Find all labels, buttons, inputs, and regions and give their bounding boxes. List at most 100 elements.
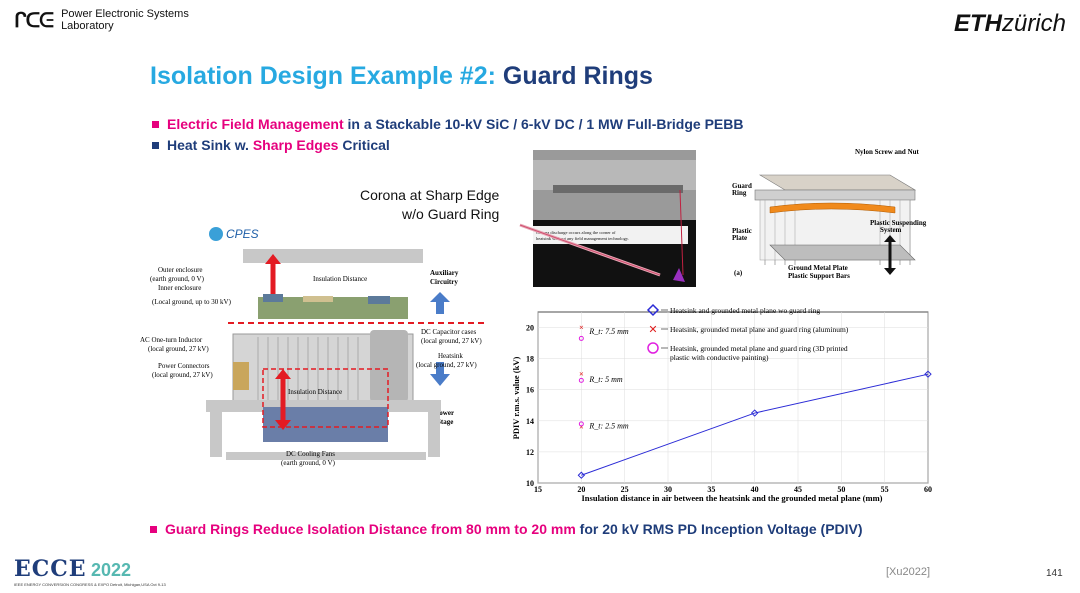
power-connectors-ground: (local ground, 27 kV) [152,371,213,379]
rt-annotation: R_t: 7.5 mm [588,327,629,336]
y-tick-label: 14 [526,417,534,426]
rt-annotation: R_t: 2.5 mm [588,422,629,431]
cpes-logo: CPES [226,227,259,241]
chart-xlabel: Insulation distance in air between the h… [582,493,883,503]
data-point-x: ✕ [579,326,584,332]
plot-frame [537,311,929,484]
bullet-square [152,120,159,128]
outer-enclosure-label: Outer enclosure [158,266,203,274]
label-guard-ring-2: Ring [732,189,747,197]
eth-logo: ETHzürich [954,10,1066,38]
data-point-x: ✕ [579,372,584,378]
pes-logo: ᒋᑕᕮ Power Electronic Systems Laboratory [14,8,189,32]
power-stage-label-2: Stage [437,418,453,426]
data-point-circle [578,421,584,427]
title-part2: Guard Rings [502,62,653,90]
x-tick-label: 60 [924,485,932,494]
ecce-year: 2022 [91,560,132,580]
legend-marker: ✕ [648,324,657,336]
slide-title: Isolation Design Example #2: Guard Rings [150,62,653,91]
x-tick-label: 25 [621,485,629,494]
bullet-3-highlight: Guard Rings Reduce Isolation Distance fr… [165,521,576,537]
data-point-x: ✕ [579,425,584,431]
x-tick-label: 45 [794,485,802,494]
pes-line1: Power Electronic Systems [61,8,189,20]
dc-capacitor-label: DC Capacitor cases [421,328,476,336]
corona-caption-line1: Corona discharge occurs along the corner… [536,230,616,235]
legend-label: Heatsink, grounded metal plane and guard… [670,325,849,334]
x-tick-label: 50 [837,485,845,494]
pes-mark: ᒋᑕᕮ [14,8,54,32]
legend-marker [647,342,659,354]
bullet-square [150,525,157,533]
aux-label-2: Circuitry [430,278,458,286]
label-support-bars: Plastic Support Bars [788,272,850,280]
label-nylon: Nylon Screw and Nut [855,148,920,156]
y-tick-label: 18 [526,355,534,364]
title-part1: Isolation Design Example #2: [150,62,496,90]
bullet-1-highlight: Electric Field Management [167,116,344,132]
reference: [Xu2022] [886,566,931,578]
legend-label: plastic with conductive painting) [670,353,769,362]
x-tick-label: 15 [534,485,542,494]
data-point-diamond [924,370,932,378]
bullet-3-text: for 20 kV RMS PD Inception Voltage (PDIV… [579,521,863,537]
heatsink-ground: (local ground, 27 kV) [416,361,477,369]
inner-enclosure-label: Inner enclosure [158,284,201,292]
data-point-diamond [750,409,759,417]
bullet-square [152,141,159,149]
x-tick-label: 35 [707,485,715,494]
bullet-2-highlight: Sharp Edges [252,137,339,153]
rt-annotation: R_t: 5 mm [588,375,623,384]
label-plastic-suspending-2: System [880,226,902,234]
bullet-2-post: Critical [342,137,390,153]
fans-ground: (earth ground, 0 V) [281,459,336,467]
dc-capacitor-ground: (local ground, 27 kV) [421,337,482,345]
ecce-sub: IEEE ENERGY CONVERSION CONGRESS & EXPO D… [14,582,166,587]
x-tick-label: 30 [664,485,672,494]
ac-inductor-label: AC One-turn Inductor [140,336,203,344]
data-point-circle [578,377,584,383]
corona-photo-graphic: Corona discharge occurs along the corner… [533,150,696,287]
y-tick-label: 10 [526,479,534,488]
label-ground-plate: Ground Metal Plate [788,264,848,272]
corona-label-line1: Corona at Sharp Edge [360,187,500,203]
data-point-diamond [577,471,586,479]
y-tick-label: 12 [526,448,534,457]
heatsink-label: Heatsink [438,352,463,360]
guard-ring-drawing: Nylon Screw and Nut Guard Ring Plastic P… [730,145,930,285]
power-connectors-label: Power Connectors [158,362,210,370]
x-tick-label: 40 [751,485,759,494]
bullet-1: Electric Field Management in a Stackable… [152,116,744,132]
corona-caption-line2: heatsink without any field management te… [536,236,629,241]
label-plastic-suspending: Plastic Suspending [870,219,927,227]
page-number: 141 [1046,568,1063,579]
bullet-2-pre: Heat Sink w. [167,137,249,153]
ecce-mark: ECCE [14,556,87,582]
pebb-apparatus-graphic: CPES Insulation Distance Auxiliary Circu… [140,227,488,467]
eth-light: zürich [1001,10,1066,37]
series-line [581,373,929,476]
power-stage-label: Power [435,409,454,417]
pes-line2: Laboratory [61,20,114,32]
chart-legend: Heatsink and grounded metal plane wo gua… [646,303,849,362]
aux-label: Auxiliary [430,269,459,277]
label-guard-ring: Guard [732,182,752,190]
y-tick-label: 20 [526,324,534,333]
insulation-distance-bottom: Insulation Distance [288,388,342,396]
corona-photo: Corona discharge occurs along the corner… [533,150,696,287]
data-point-circle [578,335,584,341]
pebb-apparatus-figure: CPES Insulation Distance Auxiliary Circu… [138,222,493,477]
pes-name: Power Electronic Systems Laboratory [61,8,189,32]
legend-marker [646,303,660,317]
bullet-3: Guard Rings Reduce Isolation Distance fr… [150,521,863,537]
x-tick-label: 55 [881,485,889,494]
label-a: (a) [734,269,743,277]
inner-enclosure-ground: (Local ground, up to 30 kV) [152,298,232,306]
legend-label: Heatsink, grounded metal plane and guard… [670,344,848,353]
y-tick-label: 16 [526,386,534,395]
insulation-distance-top: Insulation Distance [313,275,367,283]
guard-ring-graphic: Nylon Screw and Nut Guard Ring Plastic P… [732,148,927,280]
